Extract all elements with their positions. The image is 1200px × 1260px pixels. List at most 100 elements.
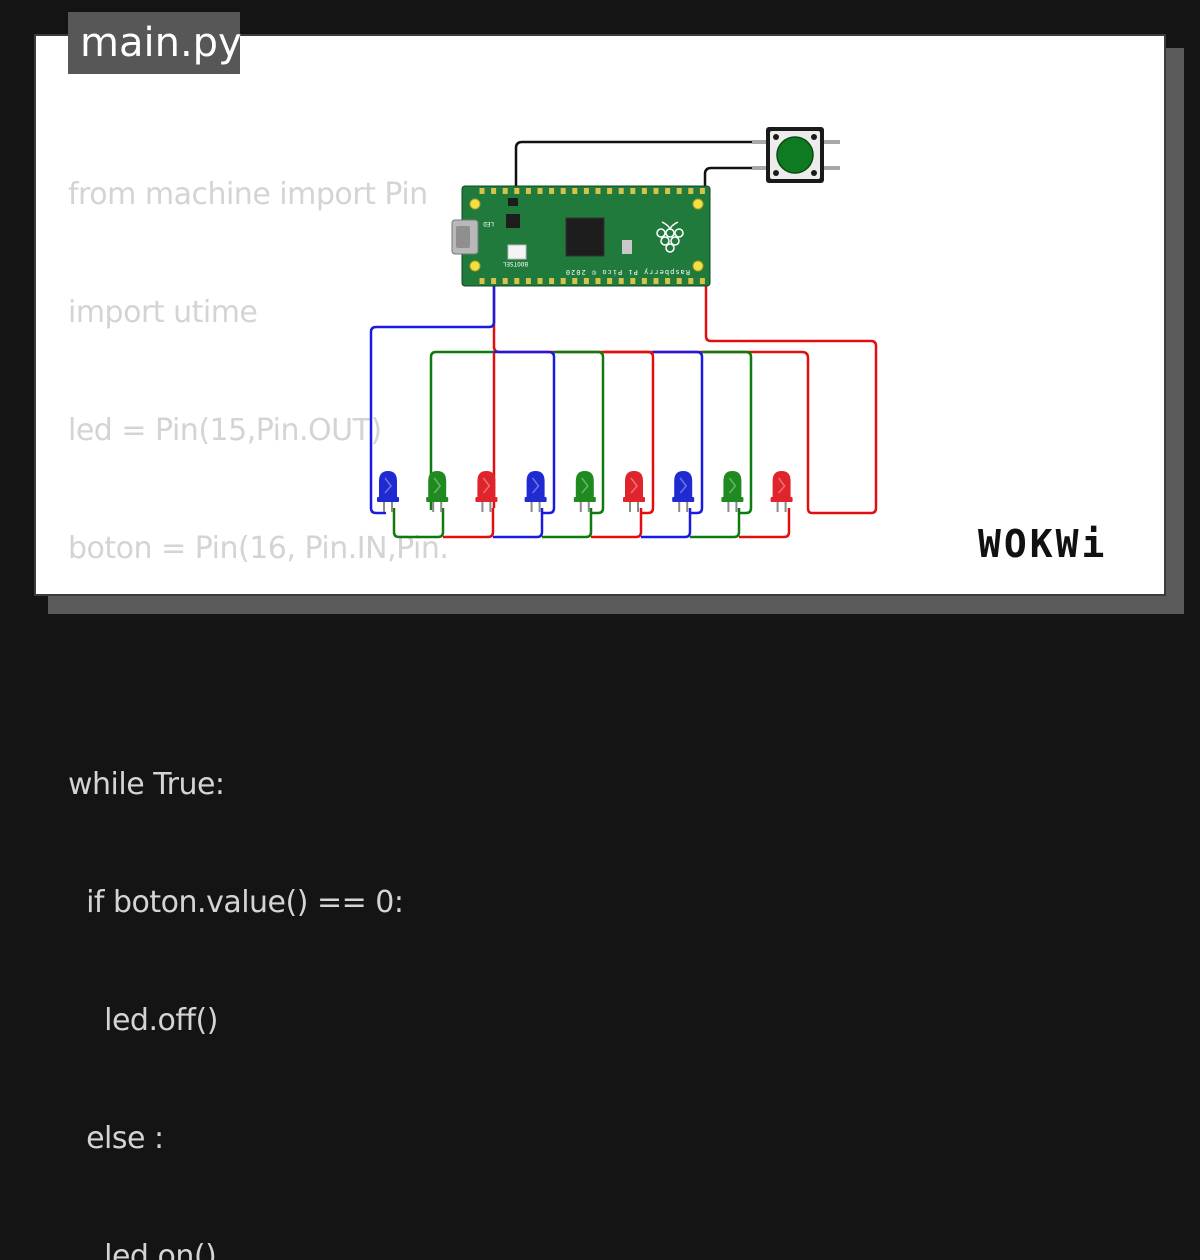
wire [653, 350, 704, 515]
pico-pin [549, 188, 555, 194]
pico-pin [676, 278, 682, 284]
bootsel-label: BOOTSEL [502, 260, 528, 267]
led-reflection [630, 477, 638, 494]
pico-pin [630, 278, 636, 284]
led-reflection [728, 477, 737, 494]
pico-pin [537, 278, 543, 284]
led-body [772, 471, 791, 500]
pico-pin [502, 188, 508, 194]
pico-pins-bottom [479, 278, 705, 284]
led-reflection [778, 477, 786, 494]
pico-pin [514, 188, 520, 194]
mount-hole [469, 198, 481, 210]
pushbutton-corner [811, 170, 817, 176]
pico-pin [514, 278, 520, 284]
led-rim [377, 497, 399, 502]
code-line [68, 643, 448, 691]
code-line: led.on() [68, 1239, 217, 1260]
pushbutton[interactable] [752, 127, 840, 183]
pico-pin [641, 278, 647, 284]
wire [429, 350, 494, 510]
wire [443, 508, 495, 539]
led-reflection [532, 477, 540, 494]
wire [739, 508, 791, 539]
led-reflection [433, 477, 442, 494]
code-line: if boton.value() == 0: [68, 885, 404, 920]
led-reflection [384, 477, 392, 494]
pico-pin [653, 188, 659, 194]
wire [603, 350, 655, 515]
pico-pin [525, 188, 531, 194]
pico-pin [630, 188, 636, 194]
led-reflection [482, 477, 491, 494]
wokwi-logo: WOKWi [978, 522, 1108, 566]
pico-pin [688, 278, 694, 284]
led-blue [377, 471, 399, 512]
wire [542, 508, 593, 539]
pico-pin [479, 188, 485, 194]
pico-pin [618, 278, 624, 284]
led-rim [475, 497, 498, 502]
wire [641, 508, 692, 539]
pico-pin [595, 278, 601, 284]
led-rim [721, 497, 744, 502]
bootsel-button[interactable] [507, 244, 527, 260]
pico-pin [595, 188, 601, 194]
led-rim [426, 497, 449, 502]
file-name-tab[interactable]: main.py [68, 12, 242, 74]
pico-pin [641, 188, 647, 194]
led-body [526, 471, 545, 500]
led-green [721, 471, 744, 512]
led-body [723, 471, 742, 500]
led-row [377, 471, 793, 512]
led-green [573, 471, 596, 512]
pico-pin [537, 188, 543, 194]
led-body [428, 471, 447, 500]
mount-hole [692, 198, 704, 210]
pico-pin [618, 188, 624, 194]
code-line: from machine import Pin [68, 177, 428, 212]
pico-pin [665, 278, 671, 284]
led-blue [524, 471, 547, 512]
code-line: while True: [68, 767, 225, 802]
wire [591, 508, 643, 539]
preview-card [34, 34, 1166, 596]
wire [494, 350, 556, 515]
led-label: LED [483, 220, 494, 227]
flash-chip [506, 214, 520, 228]
led-rim [573, 497, 596, 502]
pico-pin [491, 278, 497, 284]
wire [554, 350, 605, 515]
mount-hole [469, 260, 481, 272]
pico-pin [549, 278, 555, 284]
pico-pin [525, 278, 531, 284]
wire [392, 508, 445, 539]
pico-pin [572, 188, 578, 194]
led-reflection [679, 477, 688, 494]
pico-pin [560, 278, 566, 284]
led-body [477, 471, 496, 500]
circuit-diagram: BOOTSEL LED Raspberry Pi Pico © 2020 [369, 127, 878, 539]
led-reflection [581, 477, 589, 494]
crystal [622, 240, 632, 254]
wire [702, 350, 753, 515]
pico-pin [479, 278, 485, 284]
pico-pin [688, 188, 694, 194]
pico-pin [607, 278, 613, 284]
wire [690, 508, 741, 539]
pushbutton-corner [773, 170, 779, 176]
wire [703, 166, 756, 192]
pico-board[interactable]: BOOTSEL LED Raspberry Pi Pico © 2020 [451, 185, 711, 287]
pushbutton-corner [773, 134, 779, 140]
pico-pin [572, 278, 578, 284]
pico-pin [653, 278, 659, 284]
code-line: else : [68, 1121, 164, 1156]
pico-pin [676, 188, 682, 194]
led-body [575, 471, 594, 500]
led-red [475, 471, 498, 512]
led-blue [672, 471, 695, 512]
pico-pin [699, 188, 705, 194]
pushbutton-cap[interactable] [776, 136, 814, 174]
wires [369, 140, 878, 539]
pico-pin [502, 278, 508, 284]
